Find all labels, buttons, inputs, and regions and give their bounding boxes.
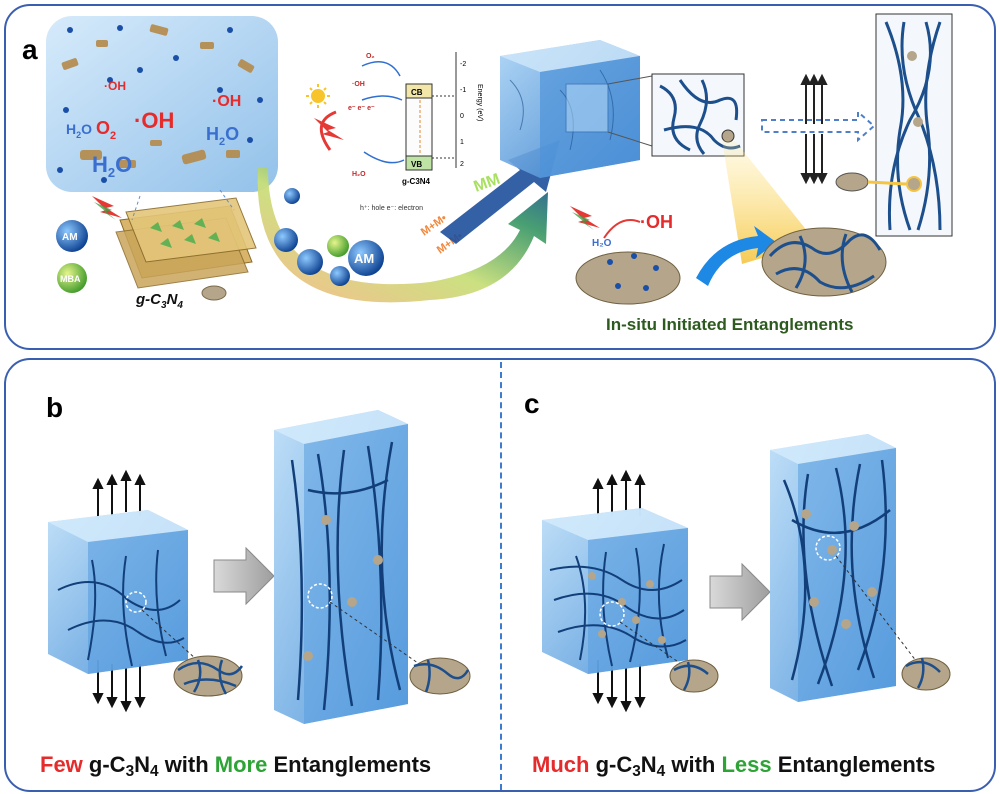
band-diagram: CB VB -2 -1 0 1 2 Energy (eV) g-C3N4 bbox=[402, 52, 483, 186]
in-situ-caption: In-situ Initiated Entanglements bbox=[606, 315, 853, 334]
mba-sphere-icon bbox=[57, 263, 87, 293]
particle-icon bbox=[201, 285, 227, 301]
curved-blue-arrow bbox=[696, 226, 776, 286]
h2o-particle-label: H₂O bbox=[592, 238, 612, 249]
light-bolt-icon-3 bbox=[570, 206, 600, 230]
transition-arrow-c bbox=[709, 562, 771, 622]
am-sphere-large-label: AM bbox=[354, 251, 374, 266]
panel-c-illustration bbox=[542, 434, 951, 713]
svg-text:0: 0 bbox=[460, 113, 464, 120]
unstretched-gel-b bbox=[48, 510, 188, 674]
cb-label: CB bbox=[411, 88, 423, 97]
h2o-label-large: H2O bbox=[92, 152, 132, 180]
solution-dots bbox=[57, 25, 263, 183]
unstretched-gel-c bbox=[542, 508, 688, 674]
small-particle-icon bbox=[835, 172, 869, 192]
light-bolt-icon-2 bbox=[314, 118, 344, 140]
particle-less-entangle-c-2 bbox=[901, 657, 951, 691]
solution-particles bbox=[61, 24, 255, 168]
am-sphere-label: AM bbox=[62, 232, 78, 243]
svg-text:H₂O: H₂O bbox=[352, 171, 366, 178]
particle-few-entangle-b bbox=[173, 655, 244, 697]
band-legend: h⁺: hole e⁻: electron bbox=[360, 205, 423, 212]
oh-radical-small-2: ·OH bbox=[212, 93, 241, 110]
o2-label: O2 bbox=[96, 118, 116, 142]
caption-b-gcn-prefix: g-C bbox=[82, 752, 126, 777]
oh-radical-large: ·OH bbox=[134, 108, 174, 133]
hydrogel-cube bbox=[500, 40, 640, 178]
am-sphere-large bbox=[348, 240, 384, 276]
vb-label: VB bbox=[411, 160, 422, 169]
panel-c-caption: Much g-C3N4 with Less Entanglements bbox=[532, 752, 936, 780]
panel-c-letter: c bbox=[524, 388, 540, 419]
svg-text:1: 1 bbox=[460, 139, 464, 146]
redox-arrows bbox=[361, 61, 405, 164]
panel-a-letter: a bbox=[22, 34, 38, 65]
caption-b-more: More bbox=[214, 752, 268, 777]
panel-b-illustration bbox=[48, 410, 471, 724]
sun-icon bbox=[306, 84, 330, 108]
caption-c-much: Much bbox=[532, 752, 590, 777]
energy-axis-label: Energy (eV) bbox=[476, 84, 483, 121]
entangled-particle bbox=[761, 227, 887, 297]
particle-few-entangle-b-2 bbox=[409, 657, 471, 695]
oh-radical-particle: ·OH bbox=[640, 212, 673, 232]
panel-divider bbox=[500, 362, 502, 790]
caption-c-gcn-prefix: g-C bbox=[589, 752, 633, 777]
svg-text:·OH: ·OH bbox=[352, 81, 365, 88]
panel-a-illustration: ·OH ·OH ·OH O2 H2O H2O H2O g-C3N4 AM MBA bbox=[46, 13, 953, 334]
panel-b-caption: Few g-C3N4 with More Entanglements bbox=[40, 752, 432, 780]
svg-text:-1: -1 bbox=[460, 87, 466, 94]
stretched-gel-c bbox=[770, 434, 896, 702]
svg-text:e⁻ e⁻ e⁻: e⁻ e⁻ e⁻ bbox=[348, 105, 375, 112]
caption-c-less: Less bbox=[721, 752, 772, 777]
h2o-label-right: H2O bbox=[206, 124, 239, 148]
stretch-arrows bbox=[800, 73, 828, 185]
svg-text:O₂: O₂ bbox=[366, 53, 375, 60]
gc3n4-label: g-C3N4 bbox=[135, 291, 183, 311]
light-bolt-icon bbox=[92, 196, 122, 220]
svg-text:-2: -2 bbox=[460, 61, 466, 68]
transition-arrow-b bbox=[213, 546, 275, 606]
stretched-gel-b bbox=[274, 410, 408, 724]
particle-less-entangle-c bbox=[669, 659, 719, 693]
dashed-arrow bbox=[761, 109, 876, 143]
caption-b-few: Few bbox=[40, 752, 83, 777]
mba-sphere-label: MBA bbox=[60, 274, 81, 284]
in-situ-particle bbox=[575, 251, 681, 305]
band-material-label: g-C3N4 bbox=[402, 177, 431, 186]
h2o-label-left: H2O bbox=[66, 121, 92, 140]
am-sphere-icon bbox=[56, 220, 88, 252]
gc3n4-sheets bbox=[115, 197, 257, 289]
panel-b-letter: b bbox=[46, 392, 64, 423]
svg-text:2: 2 bbox=[460, 161, 464, 168]
oh-radical-small-1: ·OH bbox=[104, 79, 126, 93]
solution-box bbox=[46, 16, 278, 192]
